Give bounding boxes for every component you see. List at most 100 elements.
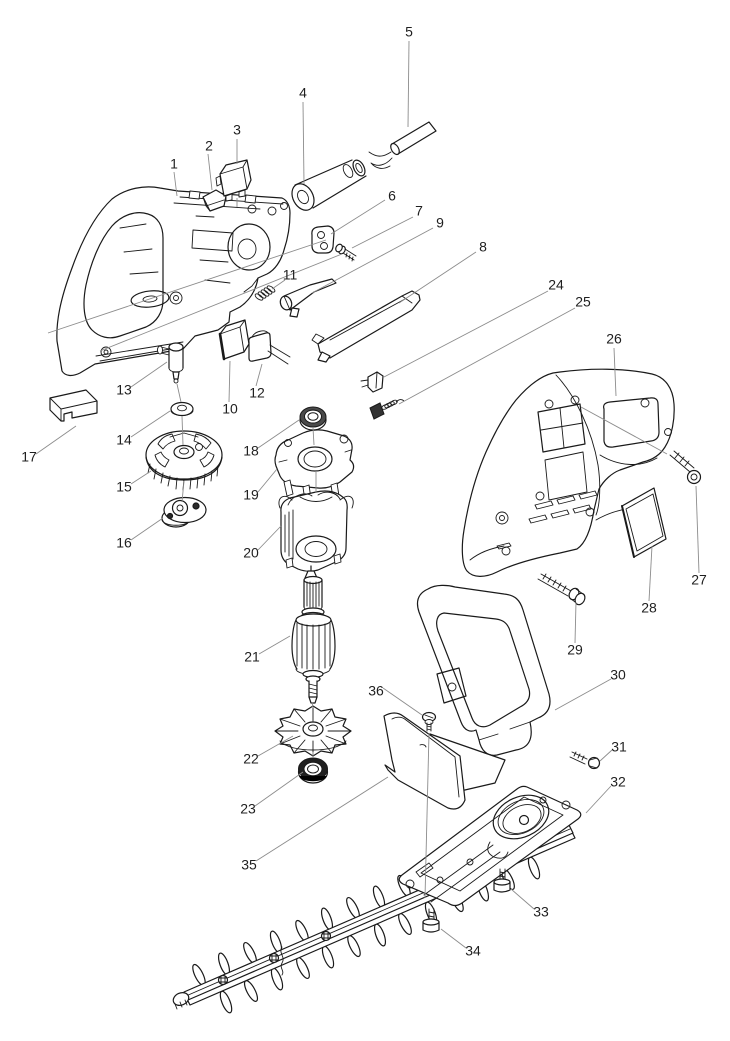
ball-bearing-lower (297, 757, 329, 784)
part-label-15: 15 (116, 479, 132, 495)
tapping-screw-27 (669, 450, 702, 485)
leader-line-16 (130, 517, 164, 541)
clip-screw (335, 243, 357, 262)
leader-line-8 (398, 251, 477, 304)
part-label-14: 14 (116, 432, 132, 448)
label-pad (621, 487, 667, 558)
part-label-30: 30 (610, 667, 626, 683)
leader-line-15 (130, 470, 152, 485)
part-label-1: 1 (170, 156, 178, 172)
axis-line (311, 701, 314, 709)
eccentric-cam (161, 496, 207, 528)
front-handle (416, 584, 551, 756)
part-label-7: 7 (415, 203, 423, 219)
capacitor (248, 330, 291, 365)
assembly-line (424, 732, 430, 899)
leader-line-13 (130, 361, 168, 388)
cord-guard (291, 159, 367, 211)
leader-line-14 (130, 410, 171, 438)
leader-line-2 (207, 153, 213, 191)
switch (215, 159, 252, 202)
leader-line-10 (228, 360, 231, 403)
part-label-20: 20 (243, 545, 259, 561)
part-label-3: 3 (233, 122, 241, 138)
part-label-26: 26 (606, 331, 622, 347)
part-label-12: 12 (249, 385, 265, 401)
leader-line-25 (398, 307, 576, 405)
part-label-27: 27 (691, 572, 707, 588)
leader-line-7 (351, 216, 414, 249)
part-label-17: 17 (21, 449, 37, 465)
carbon-brush (369, 399, 405, 420)
ball-bearing-upper (299, 406, 327, 431)
part-label-13: 13 (116, 382, 132, 398)
leader-line-30 (554, 678, 612, 711)
gear (145, 430, 223, 491)
leader-line-5 (407, 40, 410, 128)
terminal (360, 371, 384, 393)
part-label-9: 9 (436, 215, 444, 231)
assembly-line (99, 253, 343, 352)
screw-34 (422, 908, 440, 933)
long-screw (537, 573, 586, 606)
axis-line (312, 427, 315, 446)
part-label-31: 31 (611, 739, 627, 755)
leader-line-17 (35, 425, 77, 455)
leader-lines (35, 40, 700, 949)
leader-line-27 (695, 485, 700, 574)
leader-line-33 (510, 888, 535, 910)
part-label-10: 10 (222, 401, 238, 417)
switch-slide-bar (311, 290, 421, 363)
hand-guard (383, 712, 506, 810)
spring (254, 285, 276, 301)
leader-line-11 (271, 279, 286, 290)
name-plate (49, 389, 98, 422)
assembly-line (580, 406, 668, 455)
part-label-16: 16 (116, 535, 132, 551)
part-label-19: 19 (243, 487, 259, 503)
cord-clip (311, 225, 335, 254)
axis-line (176, 383, 182, 403)
part-label-32: 32 (610, 774, 626, 790)
screw-33 (493, 868, 511, 893)
part-label-4: 4 (299, 85, 307, 101)
leader-line-20 (257, 525, 282, 551)
part-label-29: 29 (567, 642, 583, 658)
leader-line-21 (258, 635, 291, 655)
guard-screw (421, 711, 437, 732)
brush-holder-plate (274, 429, 355, 502)
part-label-6: 6 (388, 188, 396, 204)
part-label-2: 2 (205, 138, 213, 154)
leader-line-35 (255, 776, 389, 862)
leader-line-28 (648, 545, 653, 602)
fan (274, 705, 352, 757)
part-label-35: 35 (241, 857, 257, 873)
part-label-34: 34 (465, 943, 481, 959)
leader-line-12 (255, 363, 263, 387)
leader-line-9 (311, 227, 434, 294)
leader-line-6 (330, 199, 386, 235)
assembly-lines (47, 198, 668, 899)
axis-line (181, 480, 185, 503)
part-label-21: 21 (244, 649, 260, 665)
leader-line-31 (599, 749, 613, 762)
leader-line-18 (257, 419, 300, 449)
part-label-5: 5 (405, 24, 413, 40)
leader-line-1 (173, 171, 178, 197)
part-label-11: 11 (283, 267, 298, 283)
switch-block (218, 319, 250, 361)
axis-line (181, 415, 184, 446)
leader-line-4 (302, 101, 305, 185)
blade-base-plate (398, 785, 582, 907)
leader-line-23 (254, 771, 304, 807)
washer (170, 401, 194, 417)
power-cord (368, 121, 437, 169)
leader-line-36 (382, 687, 423, 716)
part-label-24: 24 (548, 277, 564, 293)
leader-line-24 (383, 290, 549, 378)
leader-line-19 (257, 468, 278, 493)
part-label-23: 23 (240, 801, 256, 817)
